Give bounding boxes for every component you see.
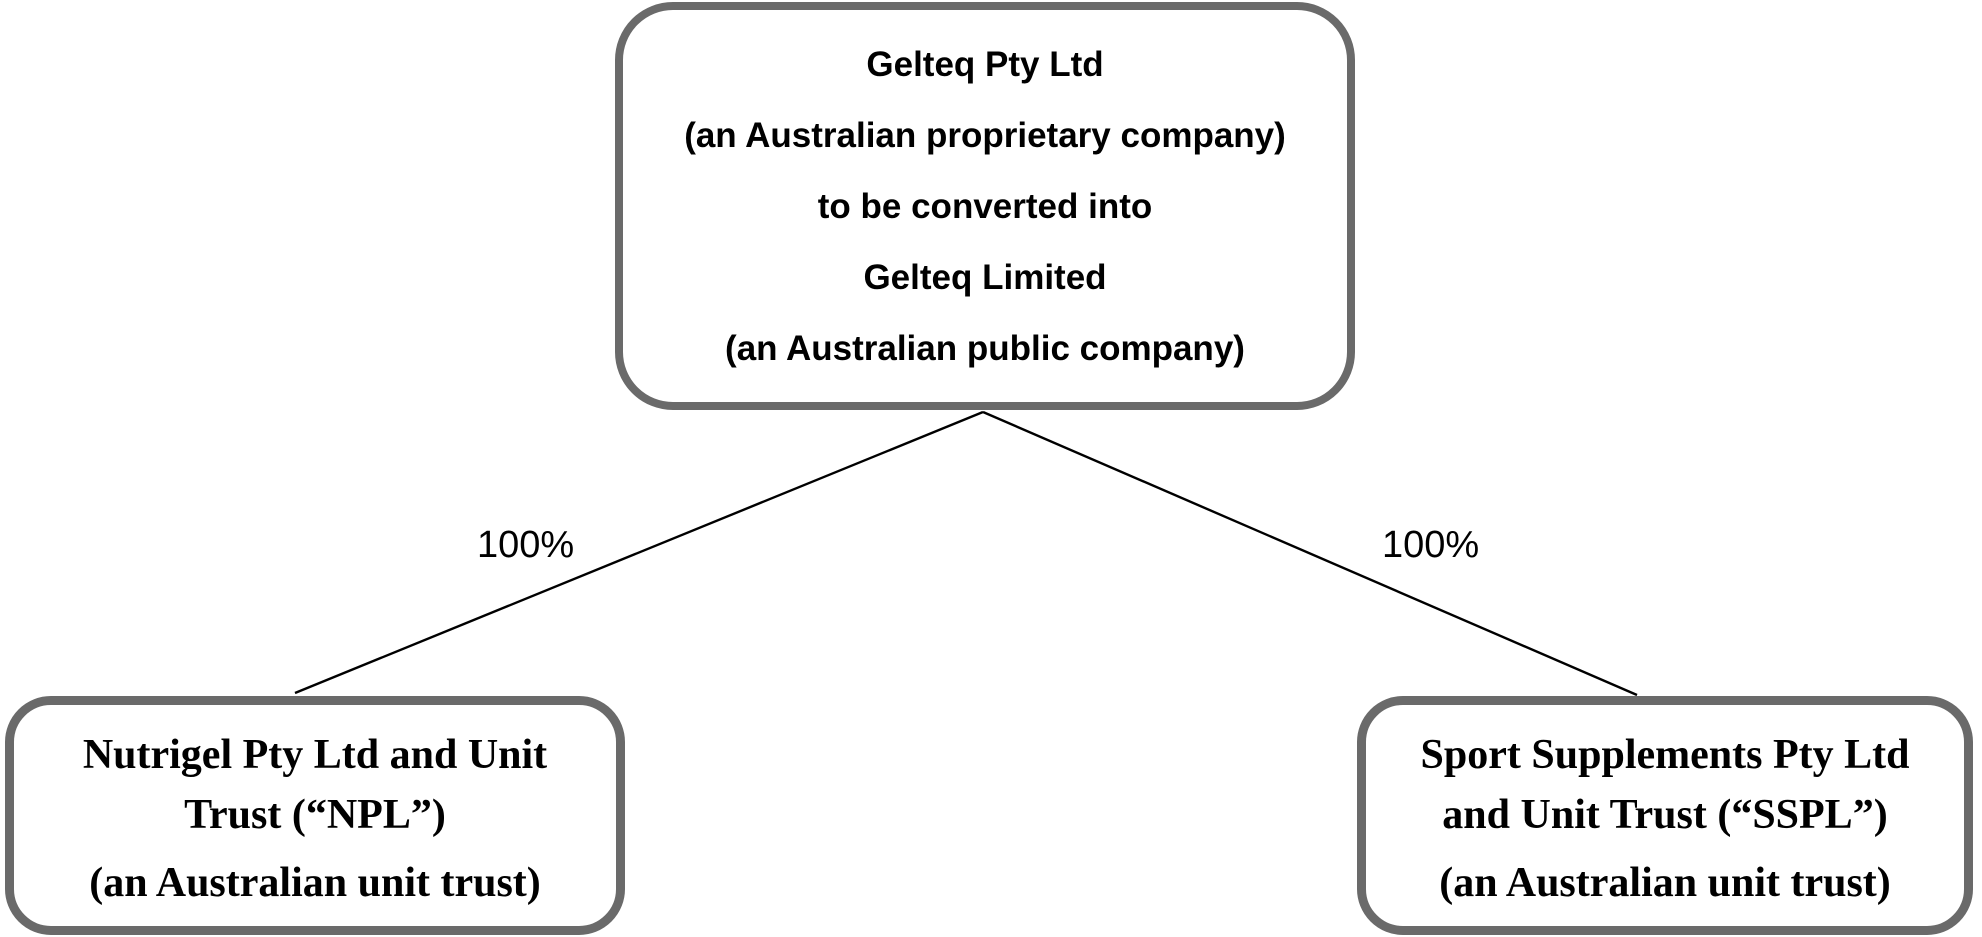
parent-new-type: (an Australian public company)	[725, 328, 1245, 368]
npl-subtitle: (an Australian unit trust)	[89, 859, 541, 906]
sspl-name: Sport Supplements Pty Ltd and Unit Trust…	[1366, 725, 1964, 845]
ownership-label-right: 100%	[1382, 524, 1480, 566]
connector-line-left	[294, 410, 984, 695]
npl-name-line-1: Nutrigel Pty Ltd and Unit	[82, 731, 548, 778]
parent-company-type: (an Australian proprietary company)	[684, 115, 1286, 155]
ownership-label-left: 100%	[477, 524, 575, 566]
parent-company-name: Gelteq Pty Ltd	[866, 44, 1104, 84]
connector-line-right	[982, 410, 1638, 697]
sspl-name-line-2: and Unit Trust (“SSPL”)	[1442, 791, 1888, 838]
parent-conversion-note: to be converted into	[817, 186, 1153, 226]
node-sspl: Sport Supplements Pty Ltd and Unit Trust…	[1357, 696, 1973, 935]
npl-name: Nutrigel Pty Ltd and Unit Trust (“NPL”)	[14, 725, 616, 845]
node-npl: Nutrigel Pty Ltd and Unit Trust (“NPL”) …	[5, 696, 625, 935]
sspl-subtitle: (an Australian unit trust)	[1439, 859, 1891, 906]
npl-name-line-2: Trust (“NPL”)	[184, 791, 446, 838]
parent-new-name: Gelteq Limited	[863, 257, 1107, 297]
sspl-name-line-1: Sport Supplements Pty Ltd	[1420, 731, 1910, 778]
node-parent-company: Gelteq Pty Ltd (an Australian proprietar…	[615, 2, 1355, 410]
